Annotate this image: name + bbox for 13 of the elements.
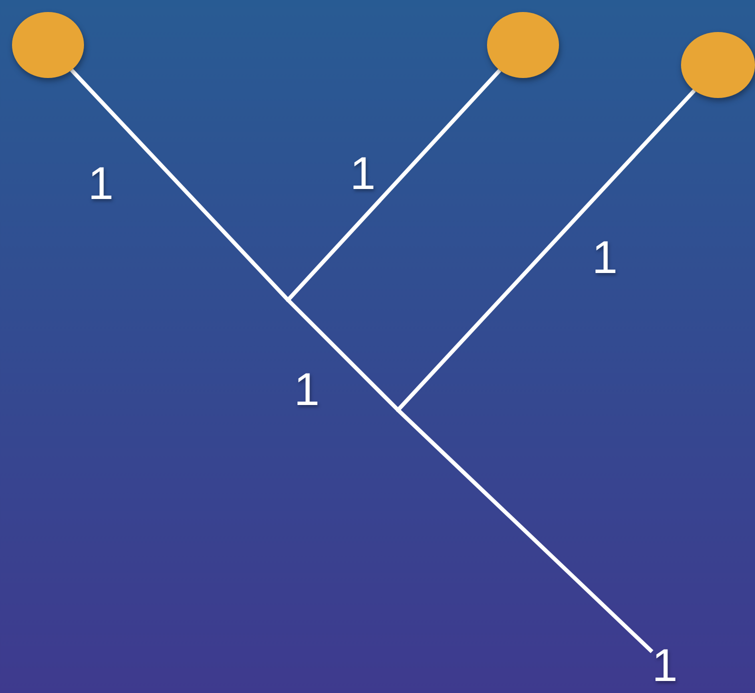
circle-node: [12, 12, 84, 78]
branch-line: [396, 408, 654, 654]
edge-label: 1: [294, 366, 320, 412]
circle-node: [681, 32, 755, 98]
branch-line: [286, 68, 502, 302]
edge-label: 1: [592, 234, 618, 280]
branch-length-label: 1: [652, 642, 680, 688]
branch-line: [70, 68, 290, 302]
branch-line: [396, 89, 696, 412]
edge-label: 1: [350, 150, 376, 196]
circle-node: [487, 12, 559, 78]
edge-label: 1: [88, 160, 114, 206]
branch-line: [286, 298, 400, 412]
